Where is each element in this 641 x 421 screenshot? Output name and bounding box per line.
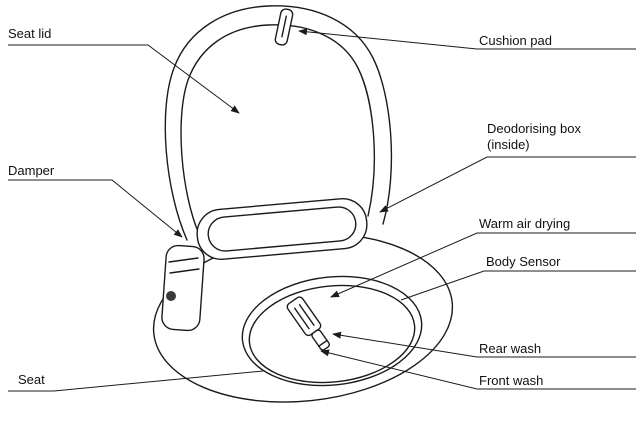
- leader-deodorising-box: [379, 156, 636, 213]
- label-seat: Seat: [18, 372, 45, 387]
- leader-warm-air-drying: [330, 232, 636, 298]
- leader-body-sensor: [400, 270, 636, 301]
- label-cushion-pad: Cushion pad: [479, 33, 552, 48]
- label-body-sensor: Body Sensor: [486, 254, 561, 269]
- label-warm-air-drying: Warm air drying: [479, 216, 571, 231]
- leader-damper: [8, 179, 183, 238]
- lid-drawing: [164, 5, 393, 241]
- cushion-pad-drawing: [274, 8, 294, 46]
- leader-rear-wash: [332, 331, 636, 358]
- leader-seat-lid: [8, 44, 240, 114]
- label-seat-lid: Seat lid: [8, 26, 52, 41]
- leader-seat: [8, 370, 264, 392]
- label-front-wash: Front wash: [479, 373, 544, 388]
- leader-front-wash: [320, 349, 636, 390]
- leader-cushion-pad: [298, 28, 636, 50]
- deodorising-box-drawing: [196, 197, 368, 261]
- label-rear-wash: Rear wash: [479, 341, 542, 356]
- label-deodorising-box: Deodorising box (inside): [487, 121, 581, 153]
- damper-unit-drawing: [161, 244, 205, 332]
- nozzle-drawing: [286, 296, 330, 351]
- damper-knob: [166, 291, 176, 301]
- label-damper: Damper: [8, 163, 55, 178]
